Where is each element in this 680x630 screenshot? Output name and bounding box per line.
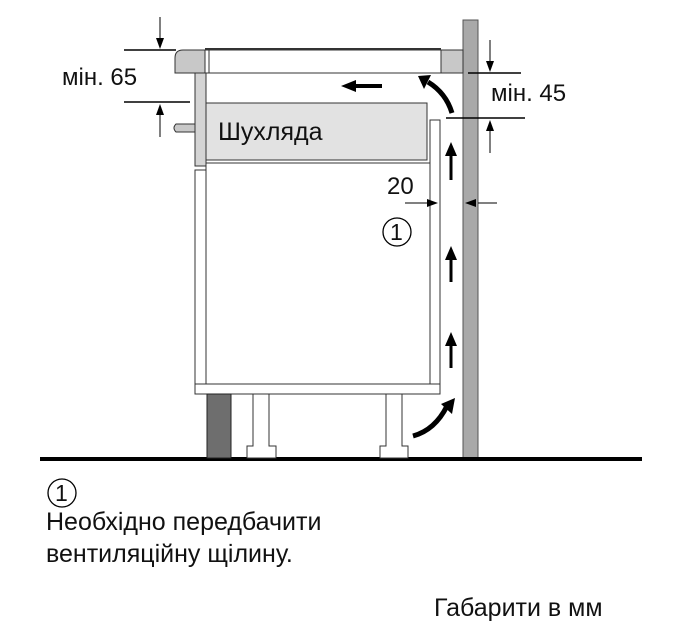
note-callout-circle [47, 478, 77, 508]
gap-20-label: 20 [387, 173, 414, 200]
cabinet-leg [379, 393, 409, 459]
drawer-label: Шухляда [218, 118, 323, 146]
plinth [206, 393, 232, 459]
callout-number: 1 [390, 219, 403, 245]
note-line-1: Необхідно передбачити [46, 508, 322, 536]
note-marker: 1 [55, 480, 68, 506]
min-45-label: мін. 45 [491, 80, 567, 107]
min-65-label: мін. 65 [62, 64, 138, 91]
cabinet-body [205, 162, 431, 385]
units-label: Габарити в мм [434, 594, 603, 622]
note-line-2: вентиляційну щілину. [46, 540, 293, 568]
cabinet-leg [246, 393, 277, 459]
floor-line [40, 457, 642, 461]
hob [204, 49, 442, 74]
drawer-handle [173, 123, 196, 133]
dimension-min-45 [446, 40, 525, 153]
dimension-20 [405, 199, 497, 207]
cabinet-bottom [194, 383, 441, 395]
cabinet-side-front [194, 169, 207, 385]
callout-circle [382, 217, 412, 247]
cabinet-back [429, 119, 441, 385]
drawer [205, 102, 428, 161]
wall [462, 19, 479, 461]
front-rail [194, 72, 207, 167]
airflow-arrows [341, 75, 457, 439]
dimension-min-65 [124, 17, 190, 137]
